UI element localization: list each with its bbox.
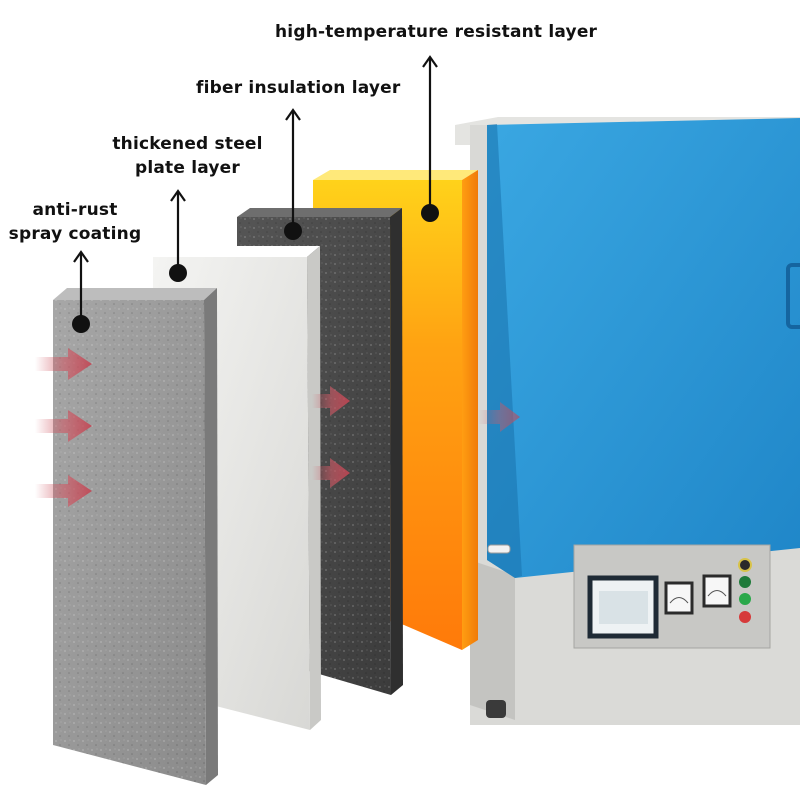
heat-arrow xyxy=(35,475,92,507)
red-button[interactable] xyxy=(739,611,751,623)
label-steel: thickened steel plate layer xyxy=(110,132,265,180)
heat-arrow xyxy=(312,386,350,416)
latch[interactable] xyxy=(487,544,511,554)
furnace-door xyxy=(487,118,800,578)
pointer-high-temp xyxy=(421,55,439,222)
furnace xyxy=(455,117,800,725)
label-fiber: fiber insulation layer xyxy=(196,76,401,100)
pointer-fiber xyxy=(284,108,302,240)
label-high-temp: high-temperature resistant layer xyxy=(275,20,598,44)
label-steel-line1: thickened steel xyxy=(112,134,263,154)
door-edge xyxy=(487,124,522,578)
green-light xyxy=(739,576,751,588)
label-fiber-text: fiber insulation layer xyxy=(196,78,401,98)
green-button[interactable] xyxy=(739,593,751,605)
label-antirust: anti-rust spray coating xyxy=(4,198,146,246)
label-steel-line2: plate layer xyxy=(134,158,240,178)
yellow-light xyxy=(738,558,752,572)
heat-arrow xyxy=(312,458,350,488)
label-high-temp-text: high-temperature resistant layer xyxy=(275,22,598,42)
pointer-steel xyxy=(169,189,187,282)
callouts xyxy=(72,55,439,333)
caster xyxy=(486,700,506,718)
display-screen xyxy=(599,591,648,624)
control-panel xyxy=(573,544,771,649)
heat-arrows xyxy=(35,348,520,507)
pointer-antirust xyxy=(72,250,90,333)
heat-arrow xyxy=(35,410,92,442)
label-antirust-line2: spray coating xyxy=(8,224,142,244)
door-handle[interactable] xyxy=(786,263,800,329)
label-antirust-line1: anti-rust xyxy=(32,200,118,220)
anti-rust-layer xyxy=(53,288,218,785)
furnace-base-side xyxy=(470,560,515,720)
heat-arrow xyxy=(478,402,520,432)
heat-arrow xyxy=(35,348,92,380)
